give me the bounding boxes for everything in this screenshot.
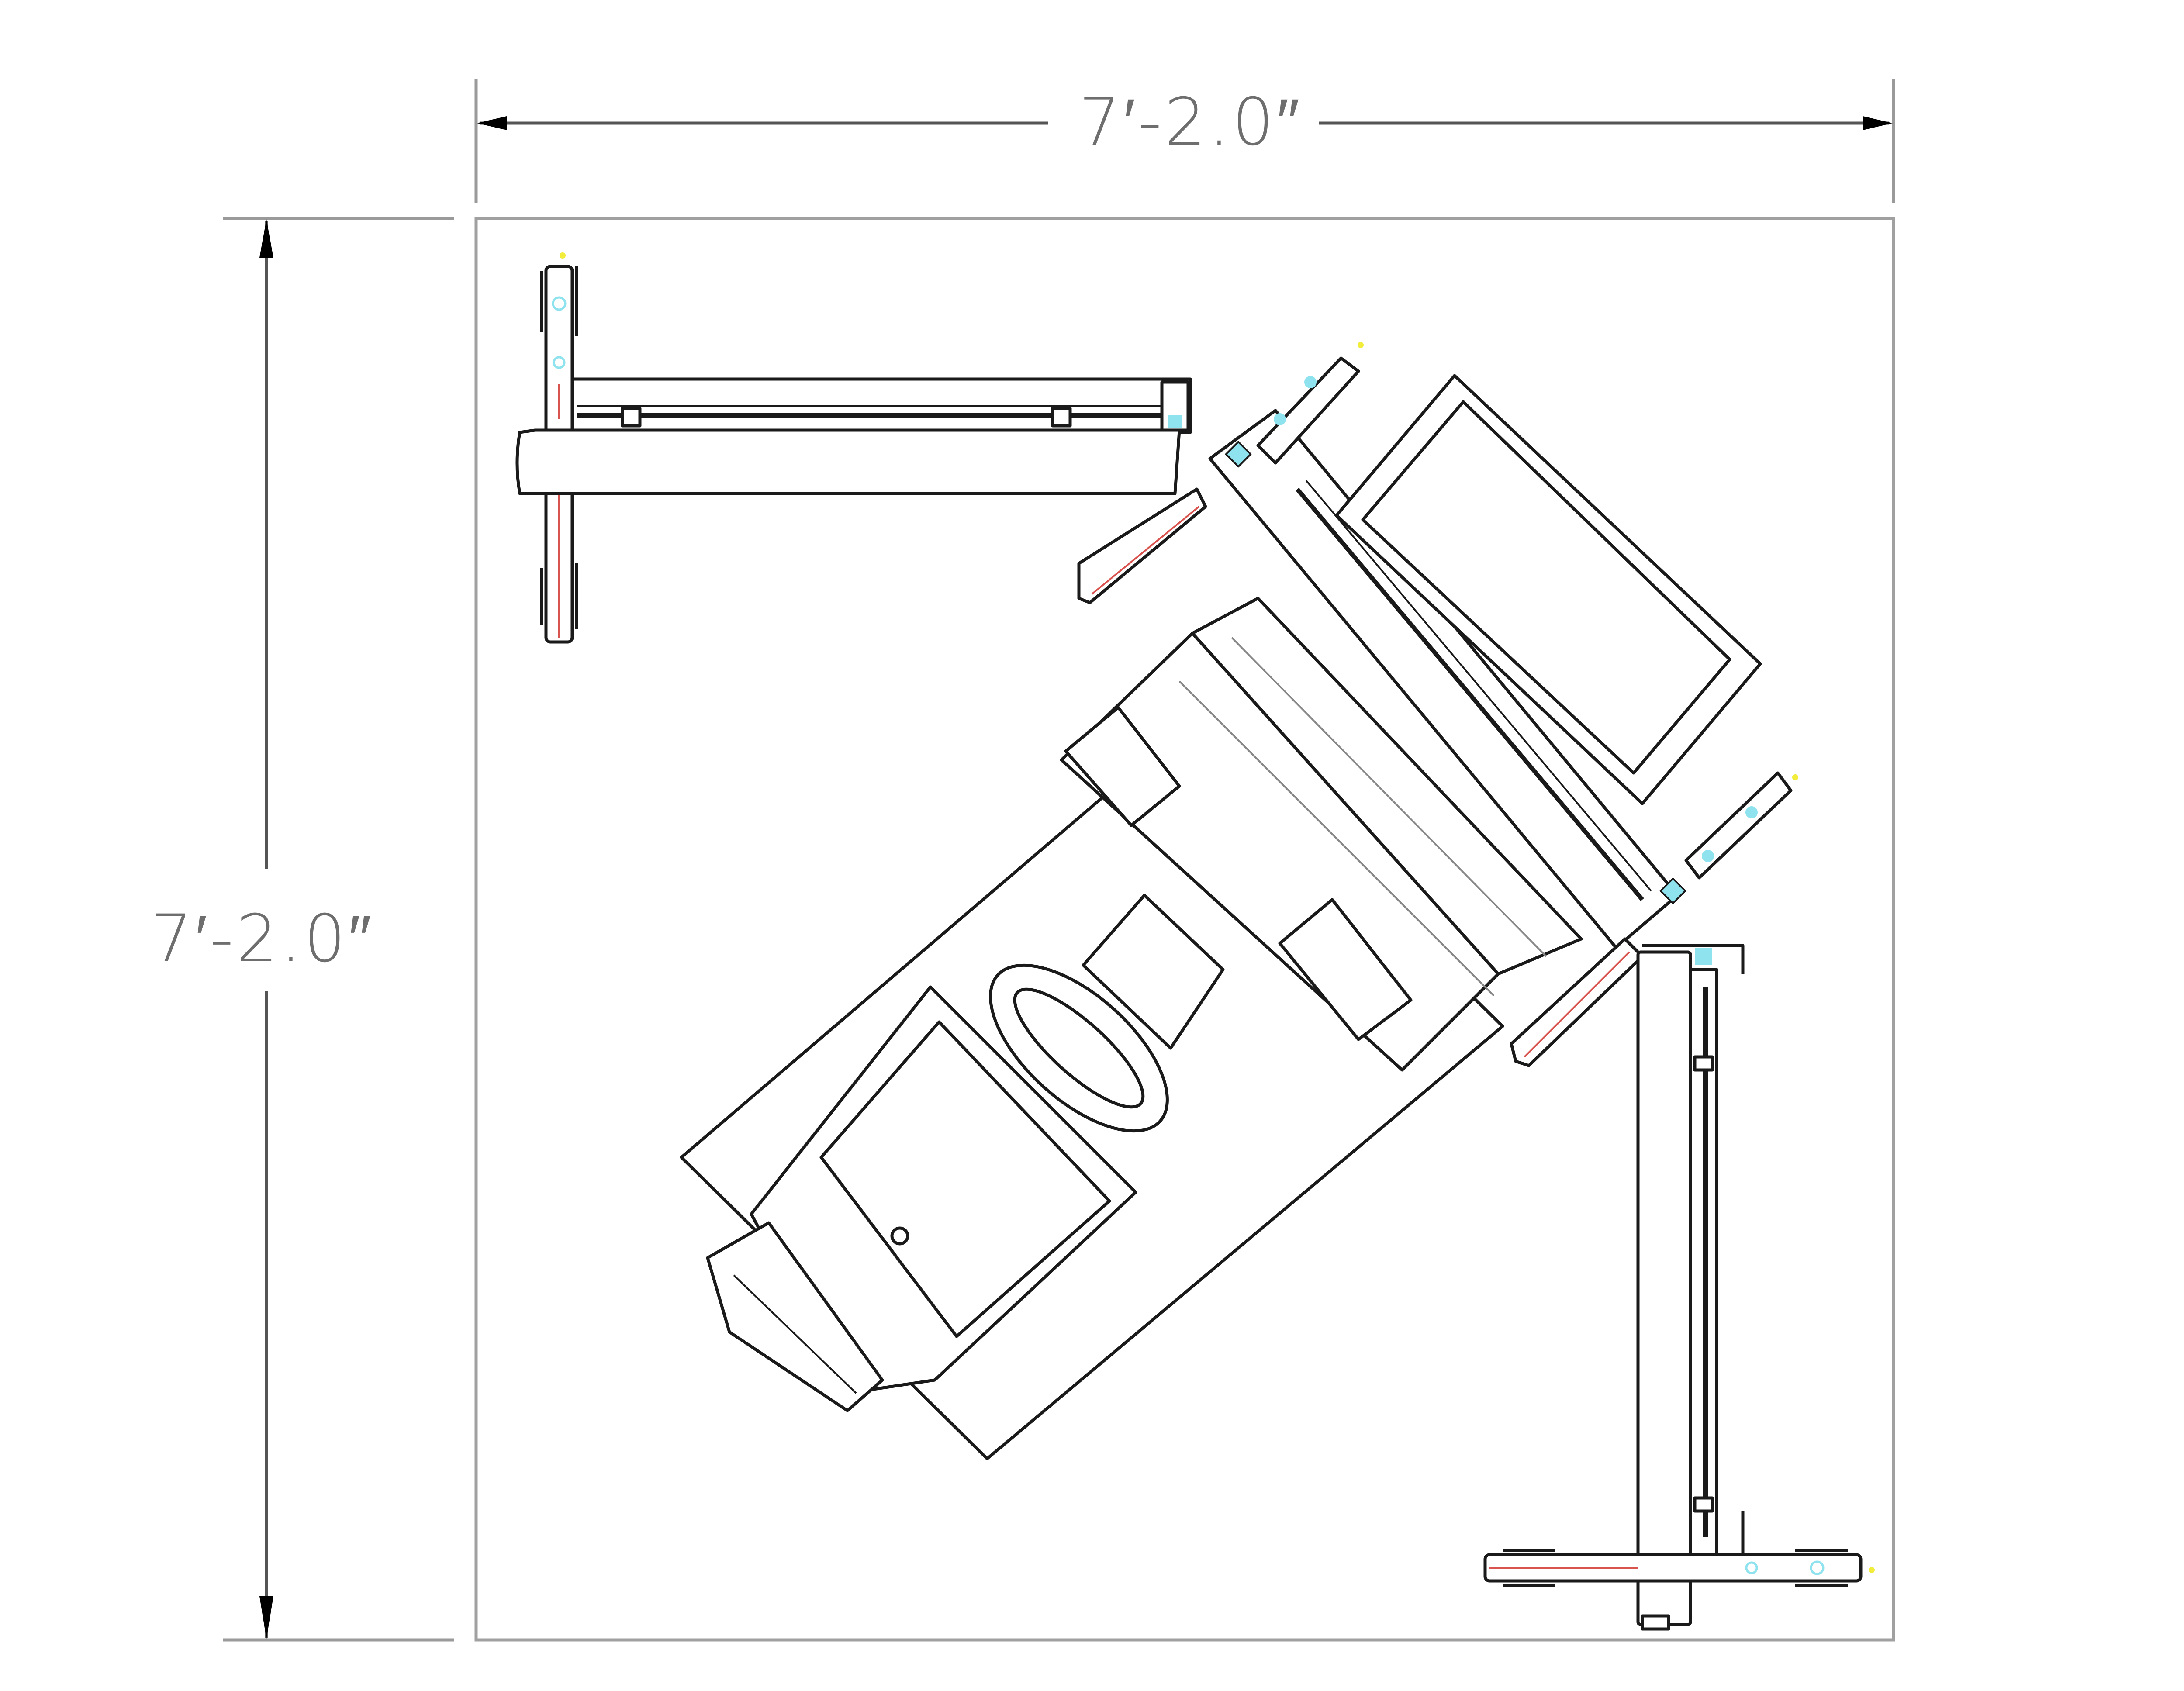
dimension-left bbox=[223, 217, 454, 1642]
headrest-back bbox=[1335, 374, 1762, 805]
arm-top-left bbox=[515, 252, 1192, 644]
arm-stub-upper-left bbox=[1077, 487, 1207, 604]
dimension-width-label: 7′-2.0″ bbox=[1066, 90, 1316, 155]
arm-bottom-right bbox=[1483, 944, 1875, 1631]
arm-stub-top bbox=[1225, 356, 1360, 468]
seat bbox=[706, 985, 1137, 1412]
marker-dot bbox=[1792, 774, 1798, 780]
footprint-boundary bbox=[474, 217, 1895, 1642]
marker-dot bbox=[1358, 342, 1364, 348]
dimension-height-label: 7′-2.0″ bbox=[151, 897, 374, 980]
arm-stub-lower-right bbox=[1510, 937, 1644, 1067]
arm-stub-right bbox=[1659, 771, 1793, 904]
dimension-top bbox=[474, 79, 1895, 203]
chair bbox=[680, 356, 1793, 1460]
